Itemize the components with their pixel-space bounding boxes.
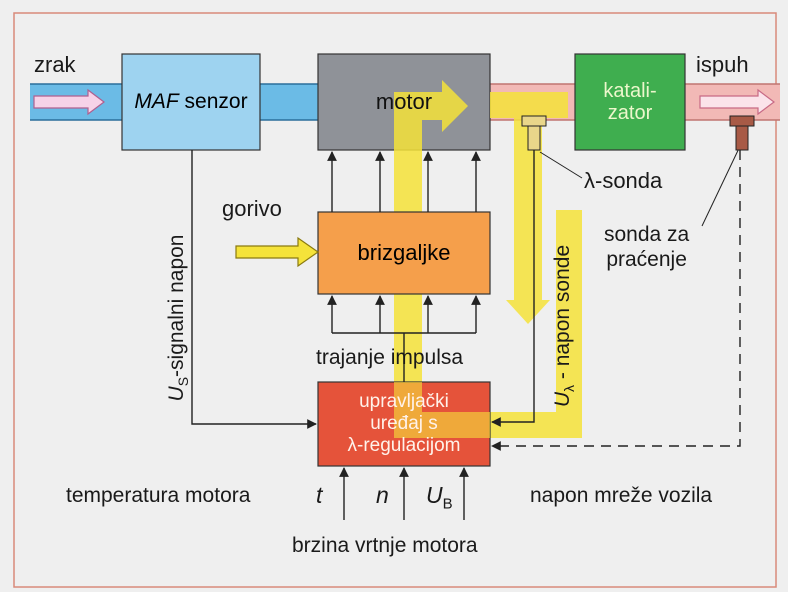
monitor-probe-line-2: praćenje	[606, 248, 687, 272]
maf-italic: MAF	[134, 90, 179, 113]
lambda-probe-label: λ-sonda	[584, 168, 663, 193]
yellow-flow-into-motor	[394, 80, 468, 132]
exhaust-outlet-arrow	[699, 88, 775, 116]
input-t-label: t	[316, 482, 323, 508]
engine-temperature-label: temperatura motora	[66, 484, 251, 507]
pulse-duration-label: trajanje impulsa	[316, 346, 464, 369]
signal-voltage-label: US-signalni napon	[165, 235, 191, 402]
monitor-probe-line-1: sonda za	[604, 223, 690, 246]
exhaust-out-label: ispuh	[696, 52, 749, 77]
fuel-label: gorivo	[222, 196, 282, 221]
air-inlet-arrow	[33, 88, 105, 116]
air-in-label: zrak	[34, 52, 76, 77]
probe-voltage-symbol: U	[550, 391, 574, 408]
injectors-label: brizgaljke	[357, 240, 451, 265]
signal-voltage-text: -signalni napon	[164, 234, 188, 377]
input-n-label: n	[376, 482, 389, 508]
catalyst-box	[574, 53, 686, 151]
monitor-probe-icon	[729, 115, 755, 151]
outer-frame	[13, 12, 777, 588]
monitor-probe-label: sonda za praćenje	[604, 222, 689, 272]
input-ub-sub: B	[442, 495, 453, 513]
ecu-label: upravljački uređaj s λ-regulacijom	[318, 382, 490, 466]
yellow-flow-down-head	[506, 300, 550, 324]
catalyst-label: katali- zator	[575, 54, 685, 150]
engine-speed-label: brzina vrtnje motora	[292, 534, 478, 557]
ecu-line-3: λ-regulacijom	[347, 434, 461, 456]
vehicle-voltage-label: napon mreže vozila	[530, 484, 713, 507]
input-ub-label: UB	[426, 482, 453, 513]
probe-voltage-text: - napon sonde	[550, 244, 574, 385]
probe-voltage-label: Uλ - napon sonde	[551, 245, 577, 407]
catalyst-line-1: katali-	[603, 80, 657, 102]
injectors-box	[317, 211, 491, 295]
ecu-line-2: uređaj s	[370, 413, 438, 435]
ecu-line-1: upravljački	[359, 391, 449, 413]
motor-label: motor	[375, 89, 433, 114]
signal-voltage-symbol: U	[164, 386, 188, 402]
probe-voltage-sub: λ	[561, 384, 578, 392]
input-ub-symbol: U	[426, 482, 443, 508]
maf-sensor-label: MAF senzor	[122, 54, 260, 150]
catalyst-line-2: zator	[607, 102, 653, 124]
maf-rest: senzor	[178, 90, 248, 113]
fuel-arrow	[235, 236, 320, 268]
signal-voltage-sub: S	[175, 376, 192, 387]
maf-sensor-box	[121, 53, 261, 151]
lambda-probe-icon	[521, 115, 547, 151]
